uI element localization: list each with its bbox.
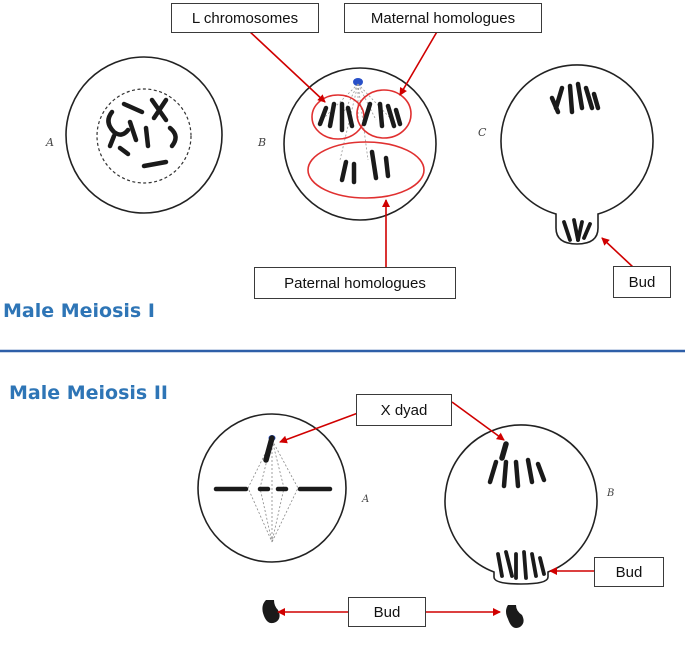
chromosome — [141, 159, 169, 169]
arrow-x-dyad-right — [451, 401, 505, 441]
meiosis1-cell-b — [283, 67, 437, 221]
chromosome — [107, 133, 117, 149]
label-l-chromosomes: L chromosomes — [171, 3, 319, 33]
maternal-homologues-highlight — [356, 89, 412, 139]
panel-letter-m1-c: C — [478, 126, 487, 139]
paternal-homologues-highlight — [307, 141, 425, 199]
chromosomes-scattered — [106, 97, 178, 169]
chromosome — [127, 119, 139, 143]
annotation-arrows — [247, 29, 635, 616]
chromosomes-bud — [496, 550, 546, 580]
chromosomes-bud — [562, 218, 592, 242]
chromosomes-segregating — [317, 101, 403, 185]
panel-letter-m2-a: A — [362, 494, 370, 505]
panel-letter-m1-b: B — [258, 136, 267, 149]
label-bud-meiosis1: Bud — [613, 266, 671, 298]
l-chromosomes-highlight — [311, 94, 365, 140]
arrow-bud-m1 — [601, 237, 635, 269]
bud-right — [506, 605, 524, 628]
chromosome — [106, 109, 131, 137]
arrow-l-chromosomes — [247, 29, 326, 103]
chromosome — [121, 101, 145, 115]
arrow-x-dyad-left — [279, 409, 367, 444]
cell-membrane — [283, 67, 437, 221]
chromosome — [151, 97, 169, 121]
x-dyad-chromosome — [263, 435, 275, 463]
cell-membrane — [197, 413, 347, 563]
label-bud-meiosis2-right: Bud — [594, 557, 664, 587]
panel-letter-m1-a: A — [46, 136, 54, 149]
section-title-meiosis-2: Male Meiosis II — [9, 382, 168, 404]
label-paternal-homologues: Paternal homologues — [254, 267, 456, 299]
panel-letter-m2-b: B — [607, 488, 615, 499]
label-x-dyad: X dyad — [356, 394, 452, 426]
cell-membrane-with-bud — [500, 64, 654, 245]
metaphase-chromosomes — [213, 435, 333, 492]
section-title-meiosis-1: Male Meiosis I — [3, 300, 155, 322]
cell-membrane — [65, 56, 223, 214]
chromosome — [167, 125, 178, 149]
spindle — [247, 439, 299, 543]
meiosis1-cell-a — [65, 56, 223, 214]
label-bud-meiosis2-bottom: Bud — [348, 597, 426, 627]
centrosome — [353, 78, 363, 86]
bud-left — [262, 600, 280, 624]
chromosomes-top — [549, 81, 601, 115]
chromosome — [117, 145, 131, 157]
meiosis1-cell-c — [500, 64, 654, 245]
chromosomes-top — [487, 441, 547, 489]
arrow-maternal — [399, 29, 439, 96]
chromosome — [143, 125, 151, 149]
meiosis2-cell-b — [444, 424, 598, 585]
label-maternal-homologues: Maternal homologues — [344, 3, 542, 33]
cell-membrane-with-bud — [444, 424, 598, 585]
meiosis2-cell-a — [197, 413, 347, 563]
nuclear-envelope — [96, 88, 192, 184]
